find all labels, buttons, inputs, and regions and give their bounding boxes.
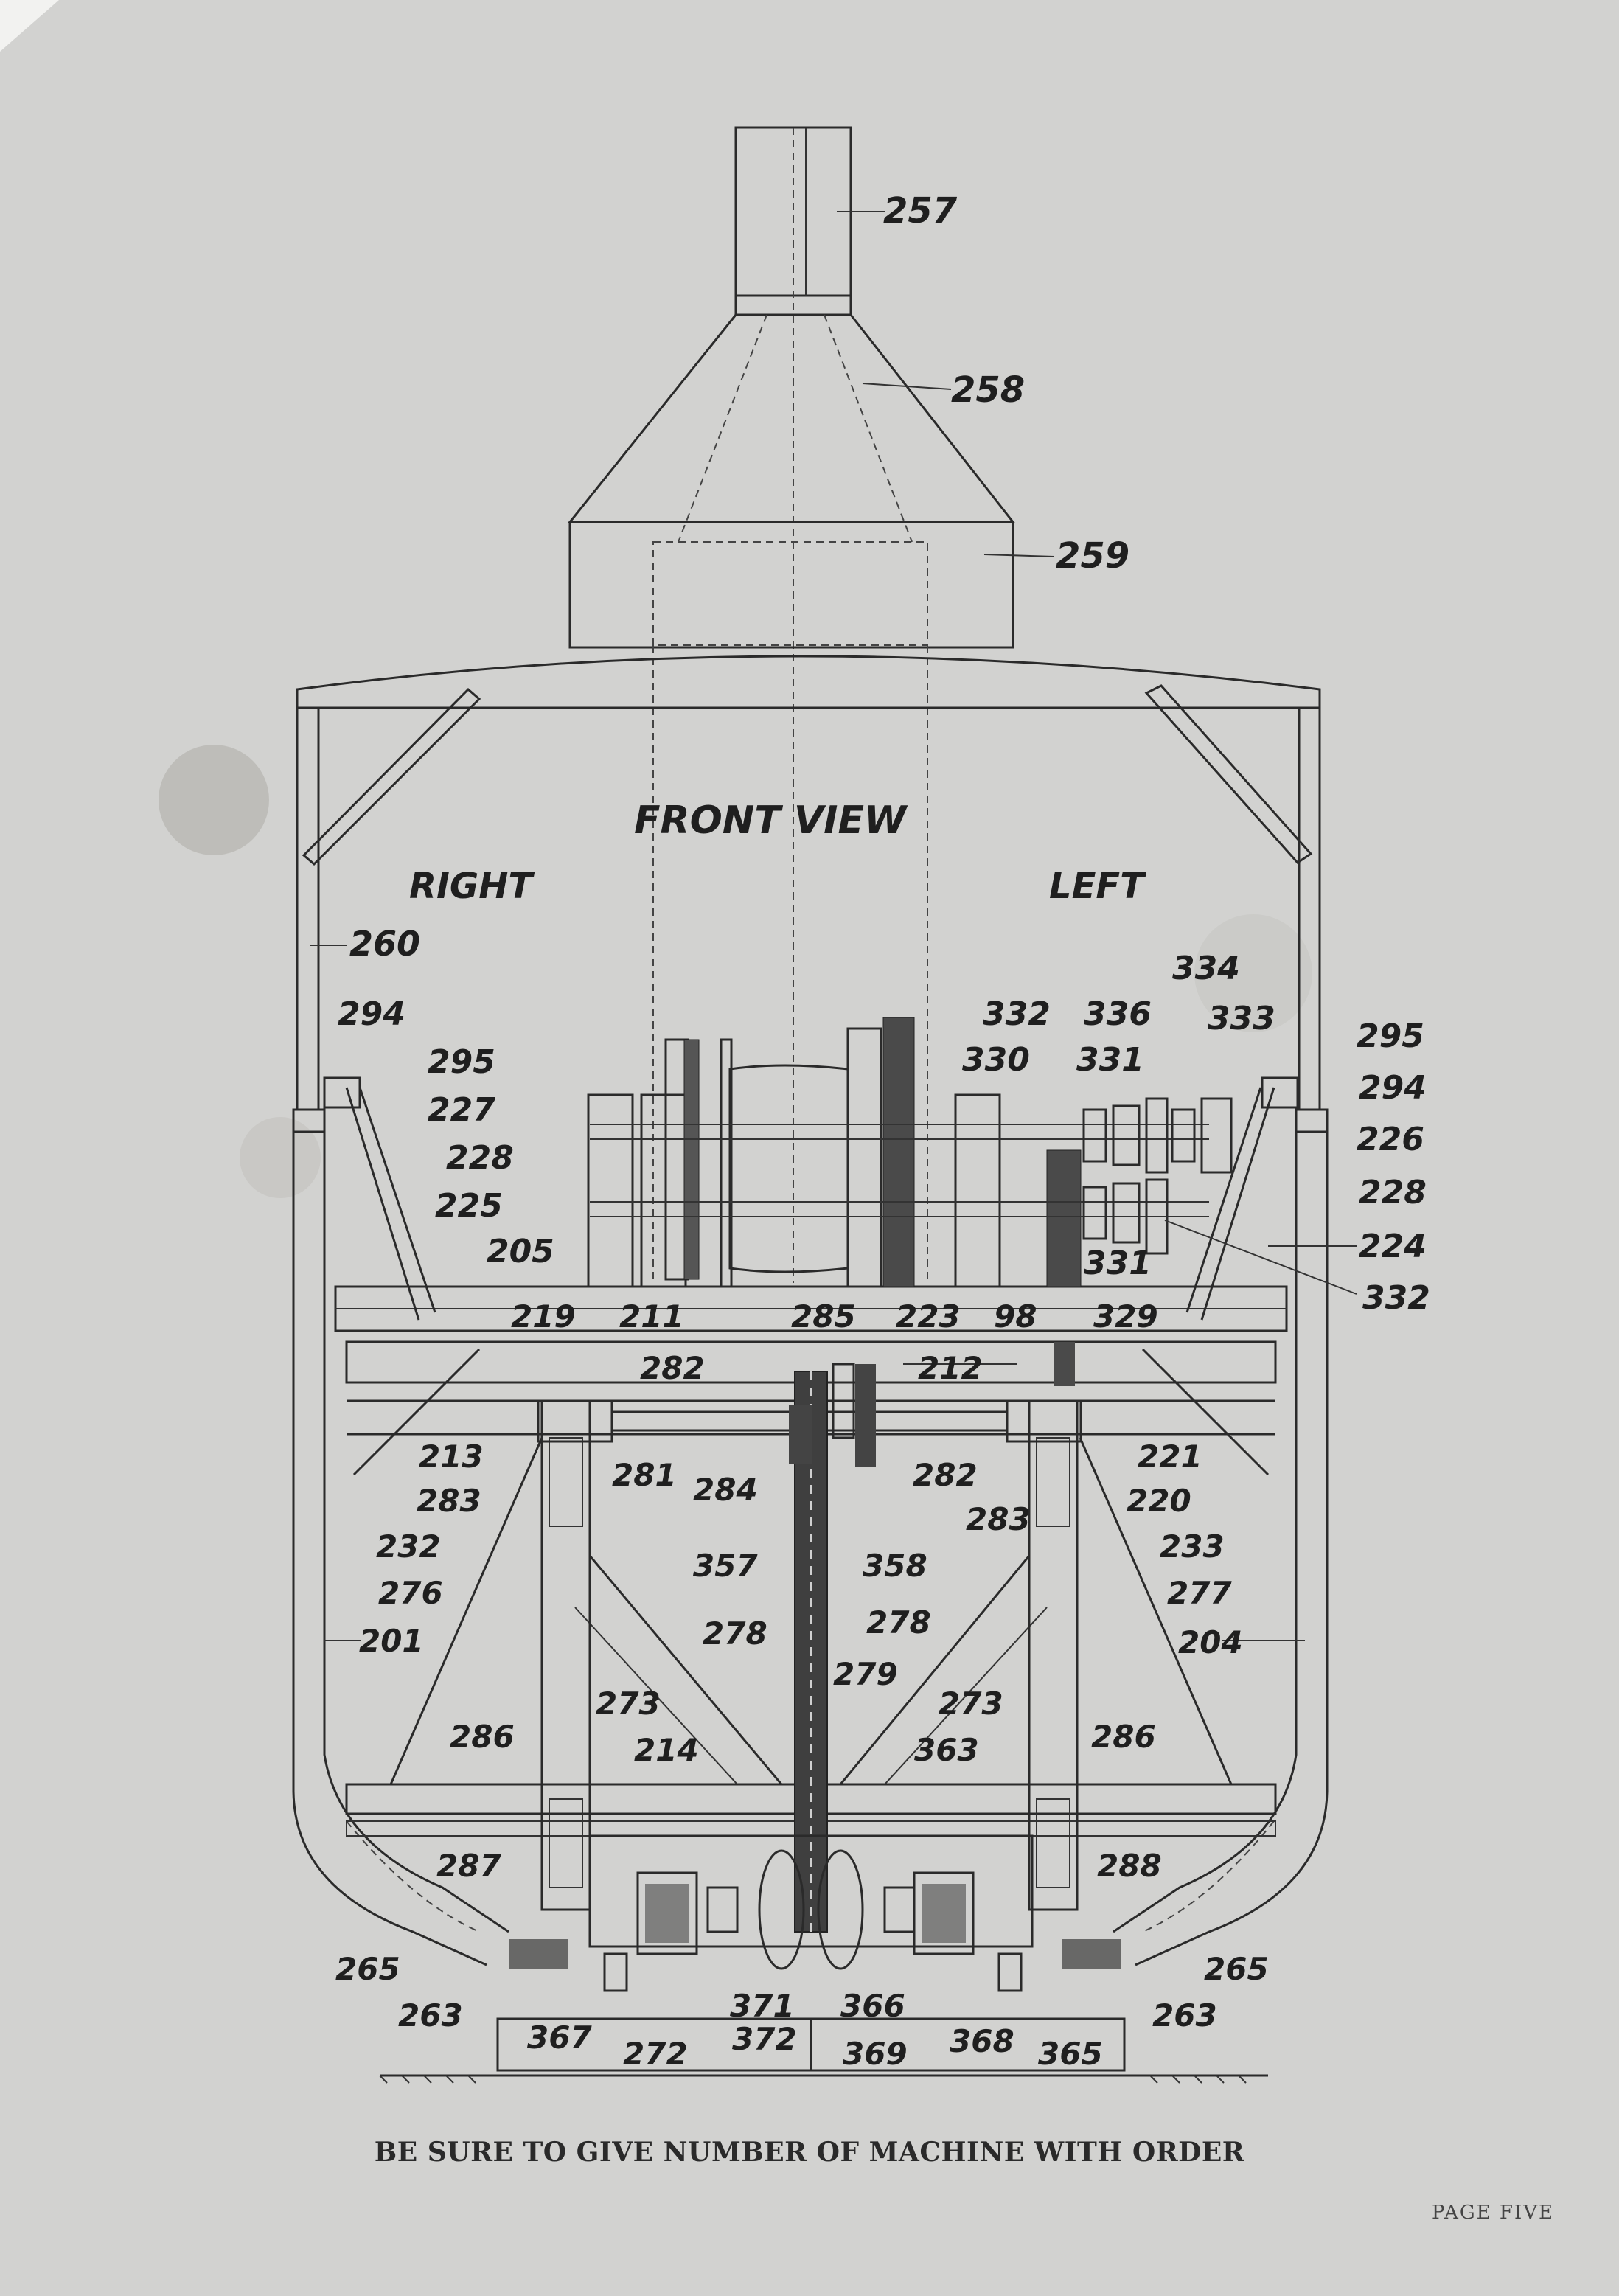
part-label: 204 bbox=[1178, 1624, 1243, 1660]
left-side-label: LEFT bbox=[1049, 866, 1146, 907]
part-label: 212 bbox=[918, 1350, 983, 1386]
part-label: 295 bbox=[428, 1043, 495, 1081]
part-label: 285 bbox=[791, 1298, 856, 1335]
part-label: 330 bbox=[962, 1041, 1030, 1079]
part-label: 365 bbox=[1038, 2036, 1103, 2072]
part-label: 282 bbox=[913, 1457, 978, 1493]
part-label: 225 bbox=[435, 1187, 503, 1225]
part-label: 258 bbox=[951, 369, 1025, 411]
part-label: 367 bbox=[527, 2020, 592, 2056]
part-label: 226 bbox=[1357, 1121, 1424, 1158]
part-label: 214 bbox=[634, 1732, 699, 1768]
part-label: 371 bbox=[730, 1988, 795, 2024]
part-label: 232 bbox=[376, 1528, 441, 1565]
part-label: 278 bbox=[703, 1615, 767, 1652]
part-label: 277 bbox=[1167, 1575, 1232, 1611]
part-label: 260 bbox=[349, 924, 420, 964]
part-label: 273 bbox=[596, 1686, 661, 1722]
part-label: 283 bbox=[966, 1501, 1031, 1537]
part-label: 281 bbox=[612, 1457, 677, 1493]
part-label: 332 bbox=[1362, 1279, 1430, 1317]
part-label: 265 bbox=[1204, 1951, 1269, 1987]
part-label: 259 bbox=[1056, 535, 1129, 577]
part-label: 265 bbox=[335, 1951, 400, 1987]
part-label: 331 bbox=[1076, 1041, 1144, 1079]
part-label: 294 bbox=[338, 995, 405, 1033]
part-label: 263 bbox=[1152, 1997, 1217, 2034]
part-label: 220 bbox=[1127, 1483, 1191, 1519]
part-label: 329 bbox=[1093, 1298, 1158, 1335]
part-label: 233 bbox=[1160, 1528, 1225, 1565]
part-label: 333 bbox=[1208, 1000, 1275, 1037]
lower-truck bbox=[379, 1834, 1268, 2084]
part-label: 294 bbox=[1359, 1069, 1427, 1107]
view-title: FRONT VIEW bbox=[634, 799, 908, 843]
part-label: 286 bbox=[1091, 1719, 1156, 1755]
part-label: 205 bbox=[487, 1233, 554, 1270]
leader-lines bbox=[310, 211, 1357, 1641]
chain-drive bbox=[789, 1363, 876, 1933]
part-label: 288 bbox=[1097, 1848, 1162, 1884]
part-label: 273 bbox=[939, 1686, 1003, 1722]
part-label: 276 bbox=[378, 1575, 443, 1611]
part-label: 263 bbox=[398, 1997, 463, 2034]
part-label: 282 bbox=[640, 1350, 705, 1386]
winch-assembly bbox=[587, 1017, 1233, 1386]
page-number: PAGE FIVE bbox=[1432, 2202, 1554, 2224]
part-label: 331 bbox=[1084, 1245, 1152, 1282]
part-label: 213 bbox=[419, 1439, 484, 1475]
part-label: 286 bbox=[450, 1719, 515, 1755]
part-label: 227 bbox=[428, 1091, 495, 1129]
part-label: 228 bbox=[1359, 1174, 1427, 1211]
part-label: 228 bbox=[446, 1139, 514, 1177]
part-label: 224 bbox=[1359, 1228, 1427, 1265]
part-label: 369 bbox=[843, 2036, 908, 2072]
part-label: 284 bbox=[693, 1472, 758, 1508]
part-label: 201 bbox=[359, 1623, 424, 1659]
stain bbox=[159, 745, 269, 855]
part-label: 358 bbox=[863, 1548, 927, 1584]
part-label: 279 bbox=[833, 1656, 898, 1692]
part-label: 332 bbox=[983, 995, 1051, 1033]
part-label: 98 bbox=[994, 1298, 1037, 1335]
part-label: 278 bbox=[866, 1604, 931, 1641]
part-label: 272 bbox=[623, 2036, 688, 2072]
part-label: 287 bbox=[436, 1848, 501, 1884]
part-label: 211 bbox=[619, 1298, 684, 1335]
part-label: 372 bbox=[732, 2021, 797, 2057]
order-note: BE SURE TO GIVE NUMBER OF MACHINE WITH O… bbox=[374, 2137, 1245, 2168]
part-label: 336 bbox=[1084, 995, 1152, 1033]
side-levers bbox=[323, 1076, 1299, 1321]
stack bbox=[567, 126, 1016, 1283]
part-labels: 257 258 259 260 294 295 227 228 225 205 … bbox=[335, 190, 1430, 2072]
part-label: 223 bbox=[896, 1298, 961, 1335]
part-label: 357 bbox=[693, 1548, 758, 1584]
part-label: 363 bbox=[914, 1732, 979, 1768]
part-label: 221 bbox=[1138, 1439, 1202, 1475]
part-label: 257 bbox=[883, 190, 958, 232]
part-label: 334 bbox=[1172, 950, 1240, 987]
part-label: 219 bbox=[511, 1298, 576, 1335]
part-label: 366 bbox=[840, 1988, 905, 2024]
housing bbox=[292, 655, 1329, 1966]
part-label: 283 bbox=[417, 1483, 481, 1519]
part-label: 295 bbox=[1357, 1017, 1424, 1055]
part-label: 368 bbox=[950, 2023, 1014, 2059]
right-side-label: RIGHT bbox=[409, 866, 535, 907]
